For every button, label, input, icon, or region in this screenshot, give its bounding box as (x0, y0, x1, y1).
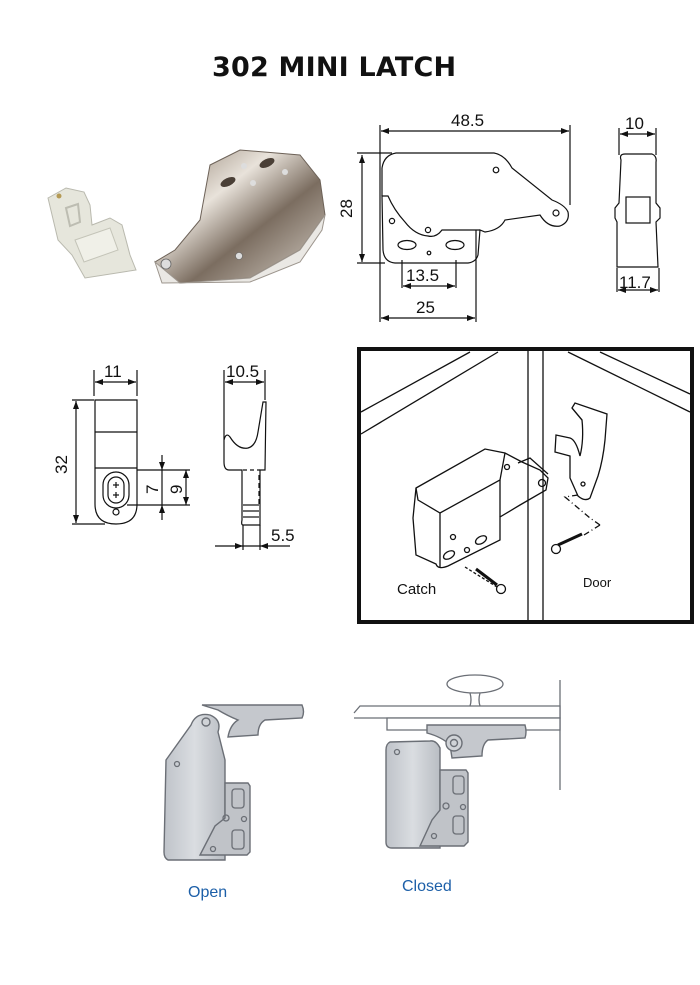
door-label: Door (583, 575, 612, 590)
open-label: Open (188, 884, 227, 901)
dim-side-bottom: 11.7 (619, 273, 651, 292)
dim-overall-width: 48.5 (451, 111, 484, 130)
dim-slot-length: 7 (143, 485, 162, 494)
dim-strike-width: 11 (104, 362, 122, 381)
latch-body-photo (153, 149, 326, 284)
dim-side-top: 10 (625, 114, 644, 133)
dim-height: 28 (337, 199, 356, 218)
dim-strike-side-width: 10.5 (226, 362, 259, 381)
page-title: 302 MINI LATCH (212, 52, 457, 83)
dim-base-width: 25 (416, 298, 435, 317)
strike-plate-photo (47, 187, 137, 279)
catch-label: Catch (397, 581, 436, 598)
dim-strike-thickness: 5.5 (271, 526, 295, 545)
dim-hole-spacing: 13.5 (406, 266, 439, 285)
dim-slot-offset: 9 (167, 485, 186, 494)
dim-strike-height: 32 (52, 455, 71, 474)
closed-label: Closed (402, 878, 452, 895)
